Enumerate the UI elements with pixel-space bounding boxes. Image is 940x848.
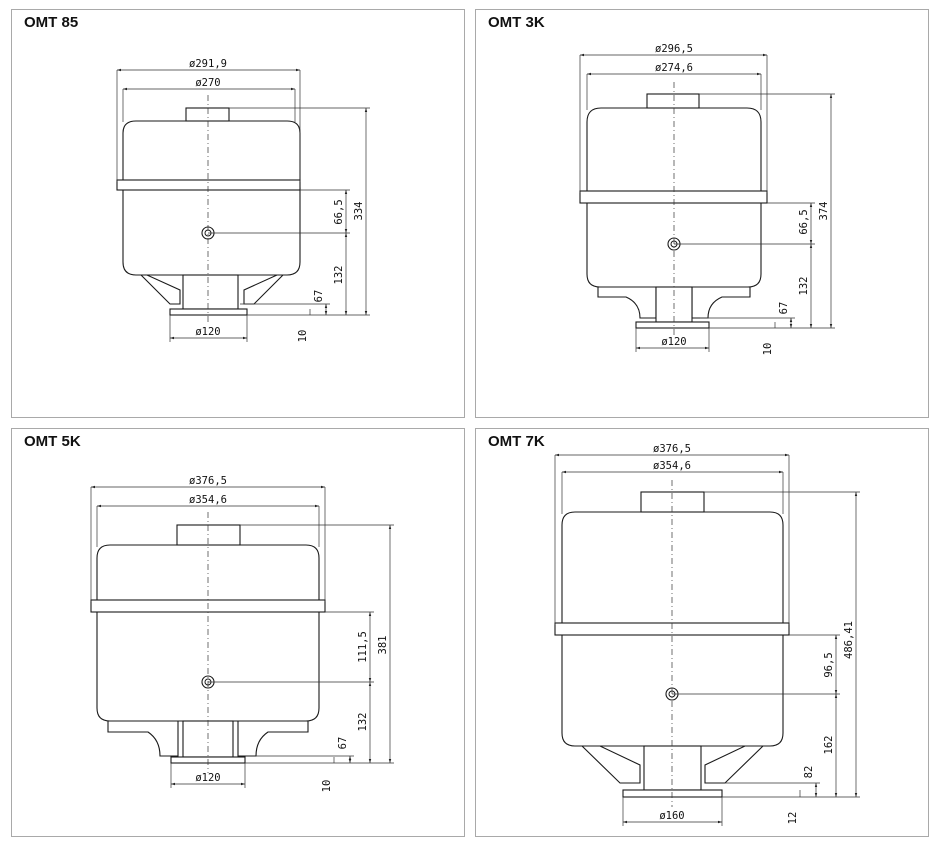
dim-outer-diameter: ø376,5 xyxy=(653,443,691,455)
dim-total-height: 374 xyxy=(818,202,830,221)
dim-inner-diameter: ø274,6 xyxy=(655,62,693,74)
dim-base-height: 132 xyxy=(333,266,345,285)
dim-inner-diameter: ø354,6 xyxy=(653,460,691,472)
dim-outer-diameter: ø291,9 xyxy=(189,58,227,70)
dim-base-height: 132 xyxy=(357,713,369,732)
dim-total-height: 334 xyxy=(353,202,365,221)
dim-flange-diameter: ø120 xyxy=(661,336,686,348)
dim-flange-height: 12 xyxy=(787,812,799,825)
dim-flange-height: 10 xyxy=(321,780,333,793)
dim-foot-height: 82 xyxy=(803,766,815,779)
dim-mid-height: 96,5 xyxy=(823,652,835,677)
dim-total-height: 381 xyxy=(377,636,389,655)
dim-mid-height: 66,5 xyxy=(333,199,345,224)
dim-foot-height: 67 xyxy=(337,737,349,750)
dim-flange-diameter: ø120 xyxy=(195,326,220,338)
panel-title: OMT 5K xyxy=(24,433,81,450)
dim-flange-diameter: ø160 xyxy=(659,810,684,822)
panel-title: OMT 7K xyxy=(488,433,545,450)
dim-inner-diameter: ø354,6 xyxy=(189,494,227,506)
panel-title: OMT 3K xyxy=(488,14,545,31)
dim-flange-height: 10 xyxy=(762,343,774,356)
panel-title: OMT 85 xyxy=(24,14,79,31)
dim-outer-diameter: ø296,5 xyxy=(655,43,693,55)
dim-mid-height: 111,5 xyxy=(357,631,369,663)
dim-base-height: 162 xyxy=(823,736,835,755)
dim-inner-diameter: ø270 xyxy=(195,77,220,89)
tank-body xyxy=(554,491,790,798)
dim-foot-height: 67 xyxy=(313,290,325,303)
dim-base-height: 132 xyxy=(798,277,810,296)
dim-flange-height: 10 xyxy=(297,330,309,343)
dim-flange-diameter: ø120 xyxy=(195,772,220,784)
dim-total-height: 486,41 xyxy=(843,621,855,659)
tank-body xyxy=(90,524,326,764)
dim-outer-diameter: ø376,5 xyxy=(189,475,227,487)
dim-foot-height: 67 xyxy=(778,302,790,315)
dim-mid-height: 66,5 xyxy=(798,209,810,234)
